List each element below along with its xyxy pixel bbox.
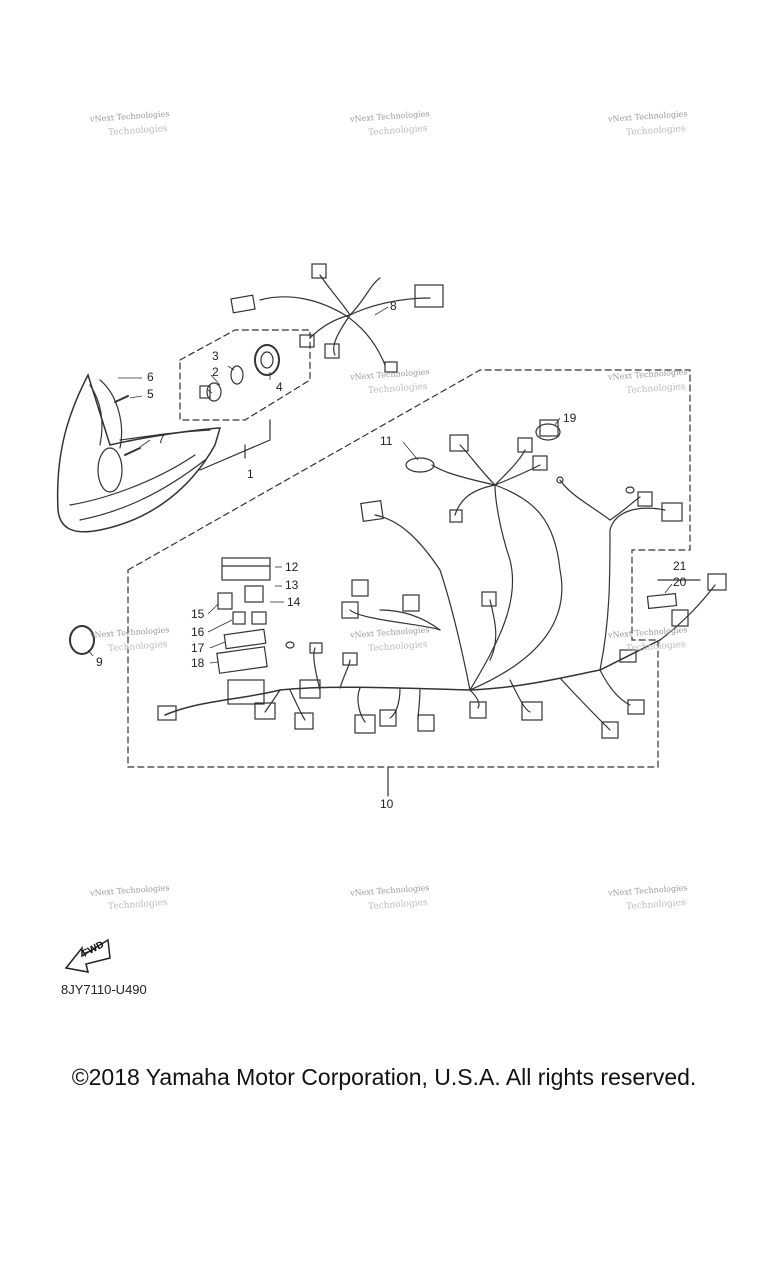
watermark: vNext Technologies Technologies [607, 883, 688, 913]
callout-8: 8 [390, 299, 397, 313]
fuse-sheet [223, 628, 267, 650]
watermark: vNext Technologies Technologies [349, 625, 430, 655]
callout-5: 5 [147, 387, 154, 401]
callout-9: 9 [96, 655, 103, 669]
watermark: vNext Technologies Technologies [89, 109, 170, 139]
watermark: vNext Technologies Technologies [349, 883, 430, 913]
main-harness-group-box [127, 369, 691, 768]
callout-4: 4 [276, 380, 283, 394]
callout-15: 15 [191, 607, 205, 621]
watermark: vNext Technologies Technologies [607, 109, 688, 139]
watermark: vNext Technologies Technologies [89, 883, 170, 913]
watermark: vNext Technologies Technologies [349, 367, 430, 397]
watermark: vNext Technologies Technologies [607, 367, 688, 397]
callout-13: 13 [285, 578, 299, 592]
callout-17: 17 [191, 641, 205, 655]
watermark: vNext Technologies Technologies [349, 109, 430, 139]
fwd-arrow-icon [64, 938, 111, 973]
callout-3: 3 [212, 349, 219, 363]
callout-16: 16 [191, 625, 205, 639]
callout-21: 21 [673, 559, 687, 573]
bulb-cover [254, 344, 280, 376]
copyright-notice: ©2018 Yamaha Motor Corporation, U.S.A. A… [71, 1064, 697, 1090]
callout-14: 14 [287, 595, 301, 609]
callout-19: 19 [563, 411, 577, 425]
callout-7: 7 [158, 432, 165, 446]
callout-12: 12 [285, 560, 299, 574]
headlight-housing [56, 373, 222, 533]
callout-11: 11 [380, 434, 393, 448]
cable-band [69, 625, 95, 655]
relay-cover [221, 557, 271, 581]
headlight-bulb [206, 382, 222, 402]
bulb-holder [230, 365, 244, 385]
callout-10: 10 [380, 797, 394, 811]
fuse-box [216, 646, 268, 674]
callout-1: 1 [247, 467, 254, 481]
callout-6: 6 [147, 370, 154, 384]
headlight-bulb-group-box [179, 329, 311, 421]
diagram-code: 8JY7110-U490 [61, 982, 147, 997]
watermark: vNext Technologies Technologies [607, 625, 688, 655]
callout-20: 20 [673, 575, 687, 589]
callout-18: 18 [191, 656, 205, 670]
callout-2: 2 [212, 365, 219, 379]
